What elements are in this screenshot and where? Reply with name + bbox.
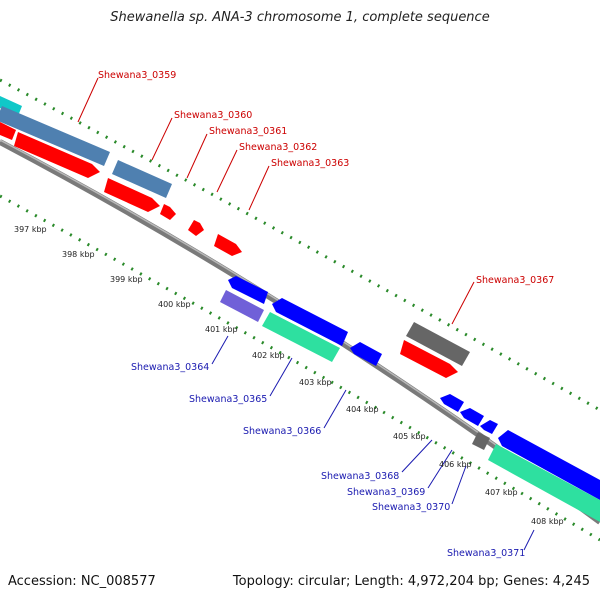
map-title: Shewanella sp. ANA-3 chromosome 1, compl… [110, 10, 490, 25]
leader-0367 [451, 281, 475, 325]
reverse-gene-labels: Shewana3_0364 Shewana3_0365 Shewana3_036… [131, 362, 525, 559]
feature-0361-red[interactable] [160, 204, 176, 220]
feature-0371-teal[interactable] [488, 444, 600, 522]
feature-0365-teal[interactable] [262, 312, 340, 362]
feature-0363-red[interactable] [214, 234, 242, 256]
leader-0371 [523, 529, 535, 551]
feature-0368-blue[interactable] [440, 394, 464, 412]
feature-0371-blue[interactable] [498, 430, 600, 500]
scale-label: 408 kbp [531, 517, 564, 526]
feature-0366-blue[interactable] [350, 342, 382, 366]
feature-0367-grey[interactable] [406, 322, 470, 366]
feature-0360-red[interactable] [104, 178, 160, 212]
scale-label: 407 kbp [485, 488, 518, 497]
gene-label-0370[interactable]: Shewana3_0370 [372, 502, 450, 513]
feature-0362-red[interactable] [188, 220, 204, 236]
scale-label: 402 kbp [252, 351, 285, 360]
scale-labels: 397 kbp 398 kbp 399 kbp 400 kbp 401 kbp … [14, 225, 564, 526]
feature-a-red[interactable] [0, 122, 16, 140]
scale-label: 404 kbp [346, 405, 379, 414]
feature-0360-steel[interactable] [112, 160, 172, 198]
feature-0370-blue[interactable] [480, 420, 498, 434]
accession-label: Accession: NC_008577 [8, 574, 156, 589]
scale-label: 401 kbp [205, 325, 238, 334]
gene-features [0, 96, 600, 522]
leader-0366 [323, 389, 347, 429]
tick-rings [0, 78, 600, 542]
leader-0368 [401, 439, 433, 473]
leader-0363 [248, 165, 270, 211]
gene-label-0366[interactable]: Shewana3_0366 [243, 426, 321, 437]
gene-label-0360[interactable]: Shewana3_0360 [174, 110, 252, 121]
topology-label: Topology: circular; Length: 4,972,204 bp… [232, 574, 590, 589]
leader-0359 [77, 77, 99, 123]
feature-0364-blue-a[interactable] [228, 276, 268, 304]
feature-0359-steel[interactable] [0, 106, 110, 166]
scale-label: 400 kbp [158, 300, 191, 309]
forward-gene-labels: Shewana3_0359 Shewana3_0360 Shewana3_036… [98, 70, 554, 286]
feature-0369-blue[interactable] [460, 408, 484, 426]
feature-0365-blue[interactable] [272, 298, 348, 346]
scale-label: 405 kbp [393, 432, 426, 441]
label-leader-lines [77, 77, 535, 551]
leader-0370 [451, 465, 467, 505]
feature-0367-red[interactable] [400, 340, 458, 378]
leader-0369 [427, 449, 453, 489]
gene-label-0364[interactable]: Shewana3_0364 [131, 362, 209, 373]
leader-0364 [211, 335, 229, 365]
gene-label-0368[interactable]: Shewana3_0368 [321, 471, 399, 482]
gene-label-0363[interactable]: Shewana3_0363 [271, 158, 349, 169]
feature-0364-violet[interactable] [220, 290, 264, 322]
scale-label: 403 kbp [299, 378, 332, 387]
leader-0360 [151, 117, 173, 161]
gene-label-0367[interactable]: Shewana3_0367 [476, 275, 554, 286]
scale-label: 397 kbp [14, 225, 47, 234]
gene-label-0362[interactable]: Shewana3_0362 [239, 142, 317, 153]
leader-0361 [186, 133, 208, 179]
gene-label-0371[interactable]: Shewana3_0371 [447, 548, 525, 559]
feature-0359-red[interactable] [14, 132, 100, 178]
feature-0370-grey[interactable] [472, 432, 490, 450]
scale-label: 406 kbp [439, 460, 472, 469]
gene-label-0365[interactable]: Shewana3_0365 [189, 394, 267, 405]
scale-label: 398 kbp [62, 250, 95, 259]
scale-label: 399 kbp [110, 275, 143, 284]
gene-label-0359[interactable]: Shewana3_0359 [98, 70, 176, 81]
leader-0362 [216, 149, 238, 193]
gene-label-0361[interactable]: Shewana3_0361 [209, 126, 287, 137]
outer-tick-ring [0, 78, 600, 412]
leader-0365 [269, 357, 293, 397]
feature-0358-cyan[interactable] [0, 96, 22, 116]
gene-label-0369[interactable]: Shewana3_0369 [347, 487, 425, 498]
